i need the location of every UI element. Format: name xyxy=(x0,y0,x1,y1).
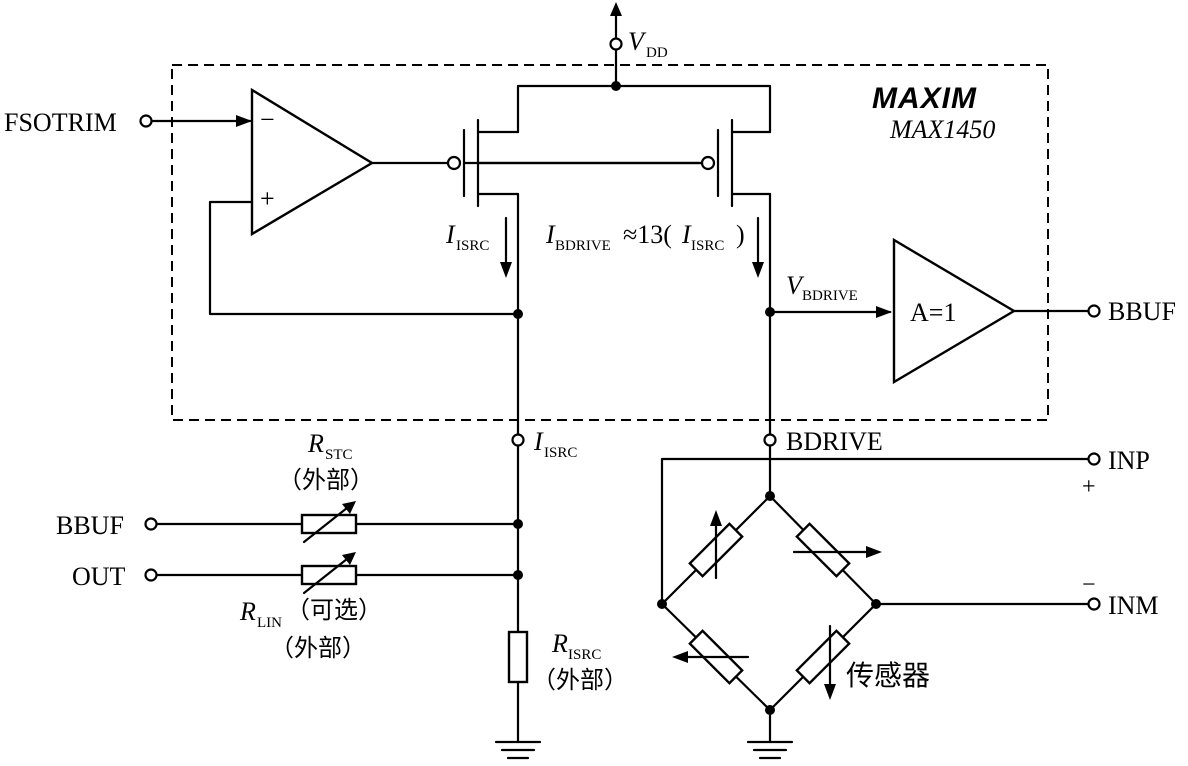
ibdrive-arrow: I BDRIVE ≈13( I ISRC ) xyxy=(545,216,764,278)
bbuf-output: BBUF xyxy=(1012,297,1176,326)
bbuf-input-label: BBUF xyxy=(56,511,124,540)
bdrive-pin: BDRIVE xyxy=(763,310,883,501)
pmos-left xyxy=(370,118,520,316)
unity-buffer: A=1 xyxy=(892,237,1017,385)
vdd-supply: V DD xyxy=(609,2,668,91)
out-input-label: OUT xyxy=(72,562,126,591)
rlin-subscript: LIN xyxy=(257,615,282,631)
vbdrive-label: V xyxy=(786,271,805,300)
inm-sign: − xyxy=(1082,572,1096,598)
part-number: MAX1450 xyxy=(889,115,995,144)
rlin-label: R xyxy=(239,597,256,626)
ibdrive-subscript-2: ISRC xyxy=(691,238,724,254)
rstc-label: R xyxy=(307,429,324,458)
ground-right xyxy=(746,708,794,760)
supply-rail xyxy=(516,84,772,134)
rstc-note: （外部） xyxy=(278,466,374,494)
vbdrive-wire: V BDRIVE xyxy=(768,271,892,318)
vdd-label: V xyxy=(628,27,647,56)
ibdrive-subscript: BDRIVE xyxy=(555,238,611,254)
rstc-subscript: STC xyxy=(325,447,353,463)
ibdrive-close: ) xyxy=(736,220,745,249)
rlin-note-optional: （可选） xyxy=(286,596,382,624)
risrc-subscript: ISRC xyxy=(568,647,601,663)
rstc-resistor: R STC （外部） BBUF xyxy=(56,429,523,544)
inm-label: INM xyxy=(1108,591,1159,620)
bbuf-output-label: BBUF xyxy=(1108,297,1176,326)
isrc-subscript: ISRC xyxy=(456,238,489,254)
maxim-logo: MAXIM xyxy=(872,82,977,115)
sensor-label: 传感器 xyxy=(846,659,930,692)
ibdrive-label-2: I xyxy=(681,220,692,249)
isrc-pin-subscript: ISRC xyxy=(544,445,577,461)
opamp-plus: + xyxy=(260,184,275,213)
rlin-note-external: （外部） xyxy=(270,634,366,662)
inp-sign: + xyxy=(1082,474,1096,500)
ground-left xyxy=(494,740,542,760)
risrc-note: （外部） xyxy=(532,666,628,694)
risrc-resistor: R ISRC （外部） xyxy=(507,629,628,744)
inp-label: INP xyxy=(1108,446,1150,475)
vbdrive-subscript: BDRIVE xyxy=(802,288,858,304)
bdrive-pin-label: BDRIVE xyxy=(786,427,883,456)
ibdrive-ratio: ≈13( xyxy=(623,220,672,249)
inm-output: INM − xyxy=(871,572,1159,620)
inp-output: INP + xyxy=(657,446,1150,609)
isrc-arrow: I ISRC xyxy=(445,216,512,278)
ic-boundary xyxy=(171,64,1049,421)
risrc-label: R xyxy=(551,629,568,658)
fsotrim-label: FSOTRIM xyxy=(4,108,117,137)
opamp-minus: − xyxy=(260,105,275,134)
rlin-resistor: OUT R LIN （可选） （外部） xyxy=(72,552,523,662)
isrc-pin-label: I xyxy=(533,427,544,456)
fsotrim-input: FSOTRIM xyxy=(4,108,252,137)
isrc-label: I xyxy=(445,220,456,249)
feedback-wire xyxy=(208,200,520,316)
ibdrive-label: I xyxy=(545,220,556,249)
vdd-subscript: DD xyxy=(646,45,668,61)
opamp: − + xyxy=(250,87,375,237)
buffer-gain: A=1 xyxy=(910,298,956,327)
bridge-sensor: 传感器 xyxy=(660,494,930,715)
isrc-pin: I ISRC xyxy=(511,312,577,634)
pmos-right xyxy=(462,118,772,314)
